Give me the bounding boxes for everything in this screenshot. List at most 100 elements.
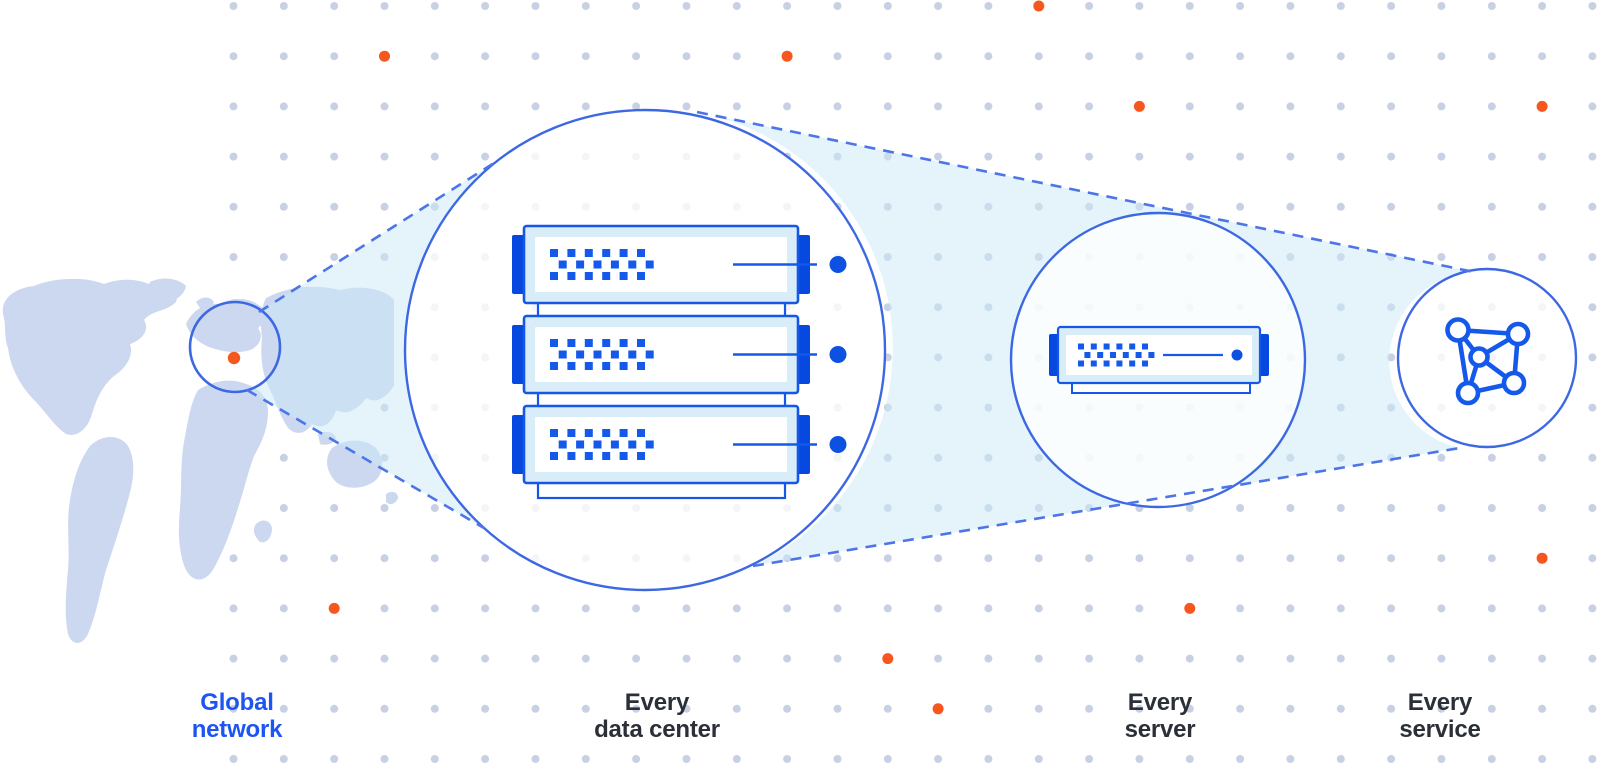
grid-dot	[229, 2, 238, 10]
continent-shape	[148, 278, 186, 304]
server-indicator-dot	[829, 346, 847, 363]
vent-dot	[584, 429, 593, 437]
zoom-beam-left	[247, 163, 494, 528]
grid-dot	[984, 52, 993, 61]
server-rack-icon	[512, 224, 847, 500]
grid-dot	[833, 52, 842, 61]
grid-dot	[531, 654, 540, 663]
grid-dot	[1286, 755, 1295, 763]
grid-dot	[833, 554, 842, 563]
vent-dot	[1116, 360, 1123, 367]
grid-dot	[1034, 654, 1043, 663]
vent-dot	[558, 440, 567, 449]
grid-dot	[984, 654, 993, 663]
grid-dot	[581, 102, 590, 111]
grid-dot	[380, 704, 389, 713]
grid-dot	[1336, 755, 1345, 763]
grid-dot	[682, 102, 691, 111]
grid-dot	[229, 654, 238, 663]
vent-dot	[637, 339, 645, 347]
grid-dot	[1034, 52, 1043, 61]
grid-dot	[1588, 453, 1597, 462]
grid-dot	[1236, 152, 1245, 161]
grid-dot	[1588, 303, 1597, 312]
grid-dot	[1286, 202, 1295, 211]
grid-dot	[1437, 52, 1446, 61]
grid-dot	[1588, 52, 1597, 61]
grid-dot	[1588, 604, 1597, 613]
vent-dot	[593, 260, 602, 269]
grid-dot	[1185, 52, 1194, 61]
vent-dot	[1084, 352, 1091, 358]
grid-dot	[481, 704, 490, 713]
server-face	[535, 327, 787, 382]
vent-dot	[1103, 343, 1110, 350]
grid-dot	[783, 102, 792, 111]
grid-dot	[883, 102, 892, 111]
grid-dot	[1236, 554, 1245, 563]
stage-label-every-server: Every server	[1125, 689, 1196, 743]
grid-dot	[380, 604, 389, 613]
grid-dot	[481, 654, 490, 663]
location-marker-icon	[227, 351, 241, 365]
vent-dot	[637, 452, 645, 460]
grid-dot	[481, 102, 490, 111]
grid-dot	[1437, 704, 1446, 713]
grid-dot	[632, 654, 641, 663]
grid-dot	[279, 202, 288, 211]
grid-dot	[1034, 755, 1043, 763]
grid-dot	[1588, 152, 1597, 161]
grid-dot	[330, 2, 339, 10]
stage-label-line: Every	[1127, 689, 1193, 716]
grid-dot	[1185, 704, 1194, 713]
grid-dot	[1135, 554, 1144, 563]
vent-dot	[619, 452, 628, 460]
grid-dot	[1387, 554, 1396, 563]
grid-dot	[330, 253, 339, 261]
grid-dot	[1336, 604, 1345, 613]
grid-dot	[1286, 654, 1295, 663]
grid-dot	[1538, 604, 1547, 613]
grid-dot	[330, 504, 339, 512]
vent-dot	[637, 272, 645, 280]
grid-dot	[1236, 102, 1245, 111]
grid-dot	[430, 704, 439, 713]
grid-dot	[1387, 504, 1396, 512]
grid-dot	[1236, 604, 1245, 613]
vent-dot	[645, 260, 654, 269]
vent-dot	[1122, 352, 1129, 358]
server-face	[535, 417, 787, 472]
grid-dot	[430, 504, 439, 512]
grid-dot	[1538, 704, 1547, 713]
grid-dot	[934, 152, 943, 161]
grid-dot	[1487, 654, 1496, 663]
grid-dot	[1437, 504, 1446, 512]
grid-dot	[1286, 704, 1295, 713]
vent-dot	[584, 362, 593, 370]
mesh-node	[1505, 321, 1531, 347]
vent-dot	[645, 440, 654, 449]
grid-dot	[1588, 403, 1597, 412]
grid-dot	[833, 704, 842, 713]
grid-dot	[883, 604, 892, 613]
grid-dot	[783, 2, 792, 10]
grid-dot	[430, 102, 439, 111]
grid-dot	[1135, 2, 1144, 10]
grid-dot	[1135, 604, 1144, 613]
grid-dot	[783, 755, 792, 763]
vent-dot	[584, 249, 593, 257]
vent-dot	[1110, 352, 1116, 358]
grid-dot	[833, 2, 842, 10]
vent-dot	[576, 440, 585, 449]
grid-dot	[783, 604, 792, 613]
grid-dot	[1135, 755, 1144, 763]
grid-dot	[1085, 554, 1094, 563]
grid-dot	[430, 52, 439, 61]
grid-dot	[1286, 504, 1295, 512]
grid-dot	[1286, 152, 1295, 161]
grid-dot	[682, 2, 691, 10]
grid-dot	[481, 604, 490, 613]
server-ear	[512, 415, 526, 474]
grid-dot	[330, 152, 339, 161]
grid-dot	[531, 704, 540, 713]
